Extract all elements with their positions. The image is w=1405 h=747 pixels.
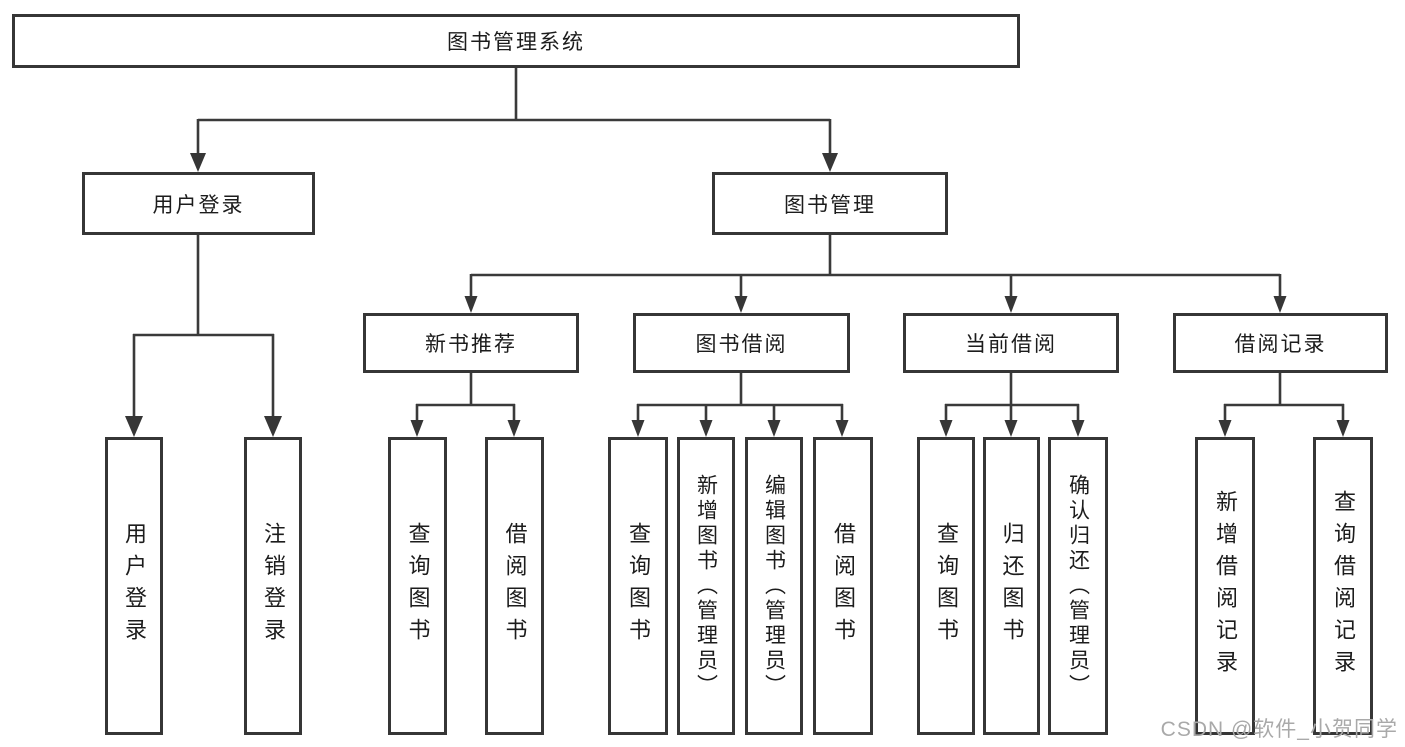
arrowhead bbox=[190, 153, 206, 172]
arrowhead bbox=[767, 420, 781, 437]
leaf-add-borrow-record: 新增借阅记录 bbox=[1195, 437, 1255, 735]
arrowhead bbox=[264, 416, 282, 437]
leaf-borrow-query-books: 查询图书 bbox=[608, 437, 668, 735]
node-library-management-system: 图书管理系统 bbox=[12, 14, 1020, 68]
leaf-return-books: 归还图书 bbox=[983, 437, 1040, 735]
arrowhead bbox=[1273, 296, 1287, 313]
leaf-edit-books-admin: 编辑图书（管理员） bbox=[745, 437, 803, 735]
node-book-borrow: 图书借阅 bbox=[633, 313, 850, 373]
arrowhead bbox=[125, 416, 143, 437]
csdn-watermark: CSDN @软件_小贺同学 bbox=[1160, 718, 1398, 741]
arrowhead bbox=[939, 420, 953, 437]
arrowhead bbox=[822, 153, 838, 172]
leaf-recommend-borrow-books: 借阅图书 bbox=[485, 437, 544, 735]
connectors-book-borrow bbox=[631, 373, 849, 437]
arrowhead bbox=[631, 420, 645, 437]
leaf-user-login: 用户登录 bbox=[105, 437, 163, 735]
connectors-borrow-records bbox=[1218, 373, 1350, 437]
leaf-current-query-books: 查询图书 bbox=[917, 437, 975, 735]
leaf-query-borrow-record: 查询借阅记录 bbox=[1313, 437, 1373, 735]
connectors-book-management bbox=[464, 235, 1287, 313]
node-current-borrow: 当前借阅 bbox=[903, 313, 1119, 373]
connectors-new-book-recommend bbox=[410, 373, 521, 437]
arrowhead bbox=[1004, 296, 1018, 313]
leaf-borrow-books: 借阅图书 bbox=[813, 437, 873, 735]
leaf-recommend-query-books: 查询图书 bbox=[388, 437, 447, 735]
node-book-management: 图书管理 bbox=[712, 172, 948, 235]
node-borrow-records: 借阅记录 bbox=[1173, 313, 1388, 373]
connectors-current-borrow bbox=[939, 373, 1085, 437]
arrowhead bbox=[734, 296, 748, 313]
connectors-root bbox=[190, 68, 838, 172]
arrowhead bbox=[1218, 420, 1232, 437]
arrowhead bbox=[410, 420, 424, 437]
leaf-add-books-admin: 新增图书（管理员） bbox=[677, 437, 735, 735]
arrowhead bbox=[1004, 420, 1018, 437]
arrowhead bbox=[1071, 420, 1085, 437]
node-user-login: 用户登录 bbox=[82, 172, 315, 235]
arrowhead bbox=[464, 296, 478, 313]
leaf-confirm-return-admin: 确认归还（管理员） bbox=[1048, 437, 1108, 735]
connectors-user-login bbox=[125, 235, 282, 437]
arrowhead bbox=[699, 420, 713, 437]
arrowhead bbox=[835, 420, 849, 437]
arrowhead bbox=[1336, 420, 1350, 437]
node-new-book-recommend: 新书推荐 bbox=[363, 313, 579, 373]
arrowhead bbox=[507, 420, 521, 437]
leaf-logout: 注销登录 bbox=[244, 437, 302, 735]
